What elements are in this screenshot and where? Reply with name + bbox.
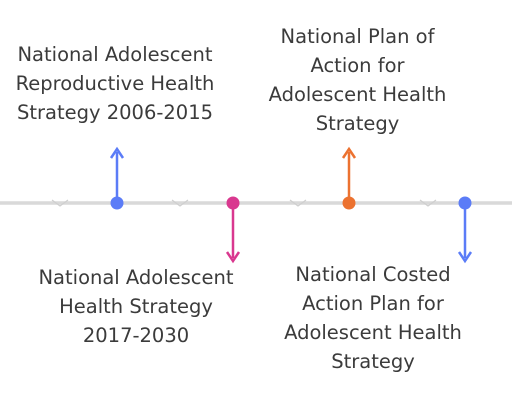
event-label-adolescent-reproductive-health-strategy: National Adolescent Reproductive Health … xyxy=(15,43,215,124)
timeline-chevrons xyxy=(51,199,437,207)
event-marker-adolescent-reproductive-health-strategy xyxy=(109,146,125,210)
event-label-adolescent-health-strategy-2017: National Adolescent Health Strategy 2017… xyxy=(38,266,234,347)
event-marker-adolescent-health-strategy-2017 xyxy=(225,196,241,264)
event-label-plan-of-action: National Plan of Action for Adolescent H… xyxy=(268,25,447,135)
event-marker-costed-action-plan xyxy=(457,196,473,264)
event-marker-plan-of-action xyxy=(341,146,357,210)
event-label-costed-action-plan: National Costed Action Plan for Adolesce… xyxy=(284,263,462,373)
